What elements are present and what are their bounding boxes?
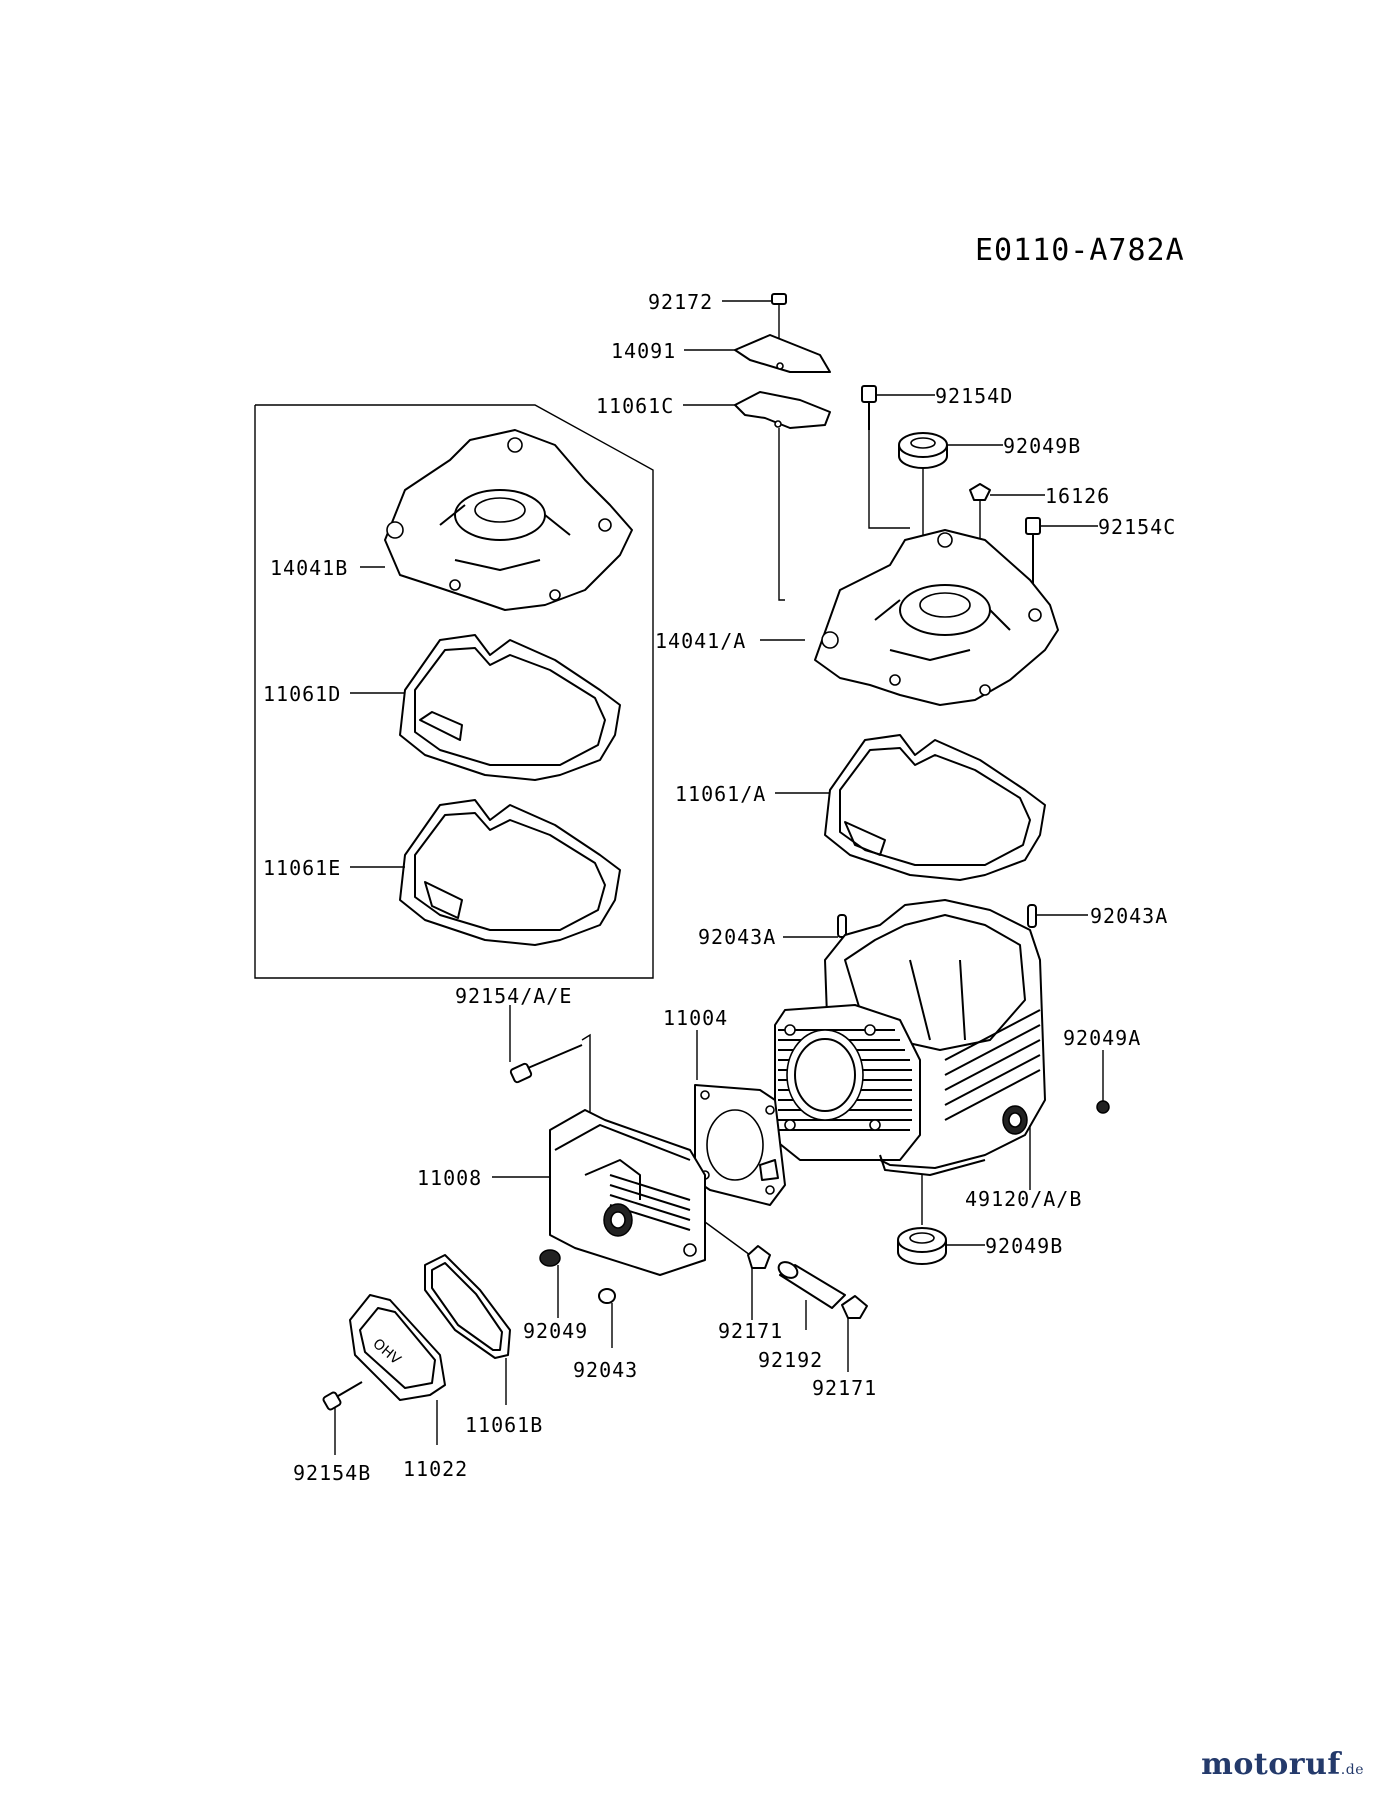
gasket-11061A [775,734,1046,881]
pipe-92192 [777,1261,846,1330]
label-14091: 14091 [611,339,676,363]
dowel-pin-92043A-right [1027,904,1088,928]
label-92171-left: 92171 [718,1319,783,1343]
label-92154AE: 92154/A/E [455,984,572,1008]
label-11061B: 11061B [465,1413,543,1437]
head-gasket-11004 [694,1030,786,1206]
alternative-parts-frame [254,404,654,979]
label-92154B: 92154B [293,1461,371,1485]
label-92049B-bottom: 92049B [985,1234,1063,1258]
dowel-pin-92043A-left [783,914,847,938]
clamp-92171-right [841,1295,868,1372]
valve-cover-11022: OHV [349,1294,446,1445]
gasket-11061D [350,634,621,781]
bolt-92154D [861,385,935,529]
watermark-domain: .de [1340,1762,1364,1778]
label-92154C: 92154C [1098,515,1176,539]
label-16126: 16126 [1045,484,1110,508]
crankcase-block [774,899,1046,1176]
crankcase-cover-14041B [360,429,633,611]
gasket-11061C [683,391,831,601]
bolt-92154B [322,1381,363,1455]
label-92049A: 92049A [1063,1026,1141,1050]
diagram-code: E0110-A782A [975,233,1185,268]
gasket-11061B [424,1254,511,1405]
label-11022: 11022 [403,1457,468,1481]
label-14041B: 14041B [270,556,348,580]
nut-92049A [1096,1050,1110,1114]
seal-92049 [539,1249,561,1318]
label-92043: 92043 [573,1358,638,1382]
watermark-text: motoruf [1201,1747,1341,1782]
label-92154D: 92154D [935,384,1013,408]
label-92049: 92049 [523,1319,588,1343]
label-49120AB: 49120/A/B [965,1187,1082,1211]
label-11061C: 11061C [596,394,674,418]
label-92043A-left: 92043A [698,925,776,949]
label-92171-right: 92171 [812,1376,877,1400]
label-11061A: 11061/A [675,782,766,806]
cylinder-head-11008 [492,1109,706,1276]
label-92049B-top: 92049B [1003,434,1081,458]
label-92043A-right: 92043A [1090,904,1168,928]
crankcase-cover-14041A [760,529,1059,706]
label-11061D: 11061D [263,682,341,706]
label-92172: 92172 [648,290,713,314]
plate-14091 [684,334,831,373]
clamp-92171-left [704,1221,771,1320]
oil-seal-92049B-bottom [897,1175,985,1265]
dowel-92043 [598,1288,616,1348]
screw-92172 [722,293,787,340]
label-11061E: 11061E [263,856,341,880]
oil-seal-92049B-top [898,432,1003,580]
gasket-11061E [350,799,621,946]
label-11008: 11008 [417,1166,482,1190]
watermark-logo: motoruf.de [1201,1747,1364,1782]
label-11004: 11004 [663,1006,728,1030]
label-92192: 92192 [758,1348,823,1372]
label-14041A: 14041/A [655,629,746,653]
bolt-92154AE [509,1005,591,1130]
